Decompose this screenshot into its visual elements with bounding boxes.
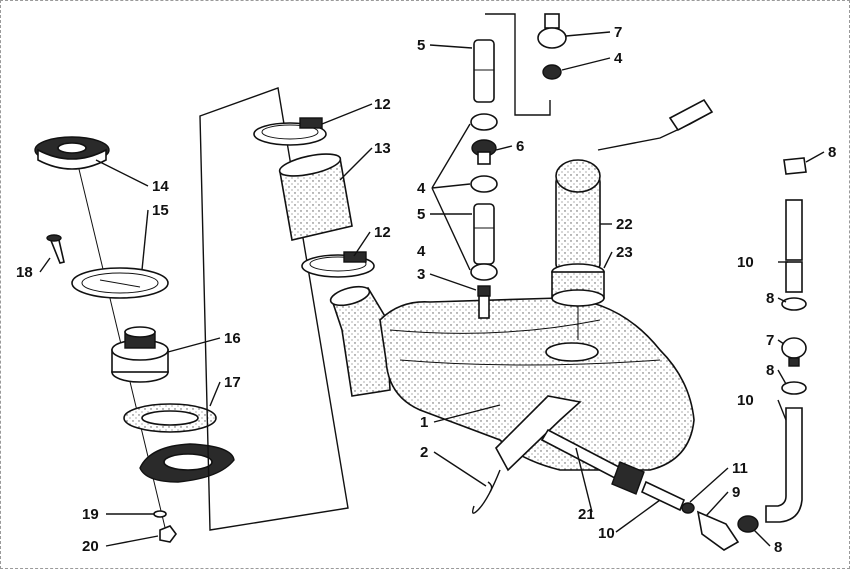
tank-fitting xyxy=(477,285,491,319)
fitting xyxy=(471,139,497,165)
hose-clamp-lower xyxy=(301,251,375,278)
leader-lines xyxy=(39,31,825,547)
clamp-a xyxy=(783,157,807,175)
filter-element xyxy=(278,153,353,241)
callout-22: 22 xyxy=(616,216,633,233)
hose-clamp-upper xyxy=(253,117,327,146)
callout-4: 4 xyxy=(417,243,426,260)
callout-5: 5 xyxy=(417,206,425,223)
hose-b xyxy=(785,261,803,293)
callout-1: 1 xyxy=(420,414,428,431)
check-valve-right xyxy=(781,337,807,367)
callout-labels: 5 7 4 12 13 6 4 5 12 4 3 22 23 8 10 8 7 … xyxy=(16,24,836,556)
callout-18: 18 xyxy=(16,264,33,281)
callout-8: 8 xyxy=(766,362,774,379)
callout-13: 13 xyxy=(374,140,391,157)
check-valve-top xyxy=(537,13,567,80)
clamp-c xyxy=(781,381,807,395)
vent-hose-stack xyxy=(765,157,807,523)
callout-10: 10 xyxy=(598,525,615,542)
callout-20: 20 xyxy=(82,538,99,555)
hose-top xyxy=(473,39,495,103)
callout-15: 15 xyxy=(152,202,169,219)
hose-a xyxy=(785,199,803,261)
callout-8: 8 xyxy=(828,144,836,161)
fuel-sender xyxy=(551,159,605,340)
callout-3: 3 xyxy=(417,266,425,283)
callout-4: 4 xyxy=(417,180,426,197)
callout-21: 21 xyxy=(578,506,595,523)
filler-cap-assembly xyxy=(34,136,235,543)
callout-2: 2 xyxy=(420,444,428,461)
gasket-ring xyxy=(123,403,217,433)
callout-8: 8 xyxy=(774,539,782,556)
washer xyxy=(153,510,167,518)
clip-c xyxy=(470,263,498,281)
filter-group-box xyxy=(199,87,375,531)
callout-16: 16 xyxy=(224,330,241,347)
tank-bracket xyxy=(471,395,582,514)
mounting-flange xyxy=(139,443,235,483)
callout-12: 12 xyxy=(374,224,391,241)
fuel-line-assembly xyxy=(540,428,759,551)
callout-7: 7 xyxy=(614,24,622,41)
callout-11: 11 xyxy=(732,460,748,477)
vent-valve-stack xyxy=(470,13,714,319)
screw xyxy=(46,234,65,264)
fuel-tank xyxy=(329,285,695,514)
clip-a xyxy=(470,113,498,131)
callout-6: 6 xyxy=(516,138,524,155)
callout-14: 14 xyxy=(152,178,169,195)
callout-23: 23 xyxy=(616,244,633,261)
callout-17: 17 xyxy=(224,374,241,391)
callout-10: 10 xyxy=(737,254,754,271)
callout-19: 19 xyxy=(82,506,99,523)
callout-5: 5 xyxy=(417,37,425,54)
callout-8: 8 xyxy=(766,290,774,307)
filler-neck xyxy=(111,326,169,383)
hose-mid xyxy=(473,203,495,265)
clip-b xyxy=(470,175,498,193)
callout-7: 7 xyxy=(766,332,774,349)
callout-9: 9 xyxy=(732,484,740,501)
callout-12: 12 xyxy=(374,96,391,113)
clamp-b xyxy=(781,297,807,311)
hose-bend xyxy=(765,407,803,523)
nut xyxy=(159,525,177,543)
callout-4: 4 xyxy=(614,50,623,67)
callout-10: 10 xyxy=(737,392,754,409)
filler-cap xyxy=(34,136,110,170)
gasket-plate xyxy=(71,267,169,299)
